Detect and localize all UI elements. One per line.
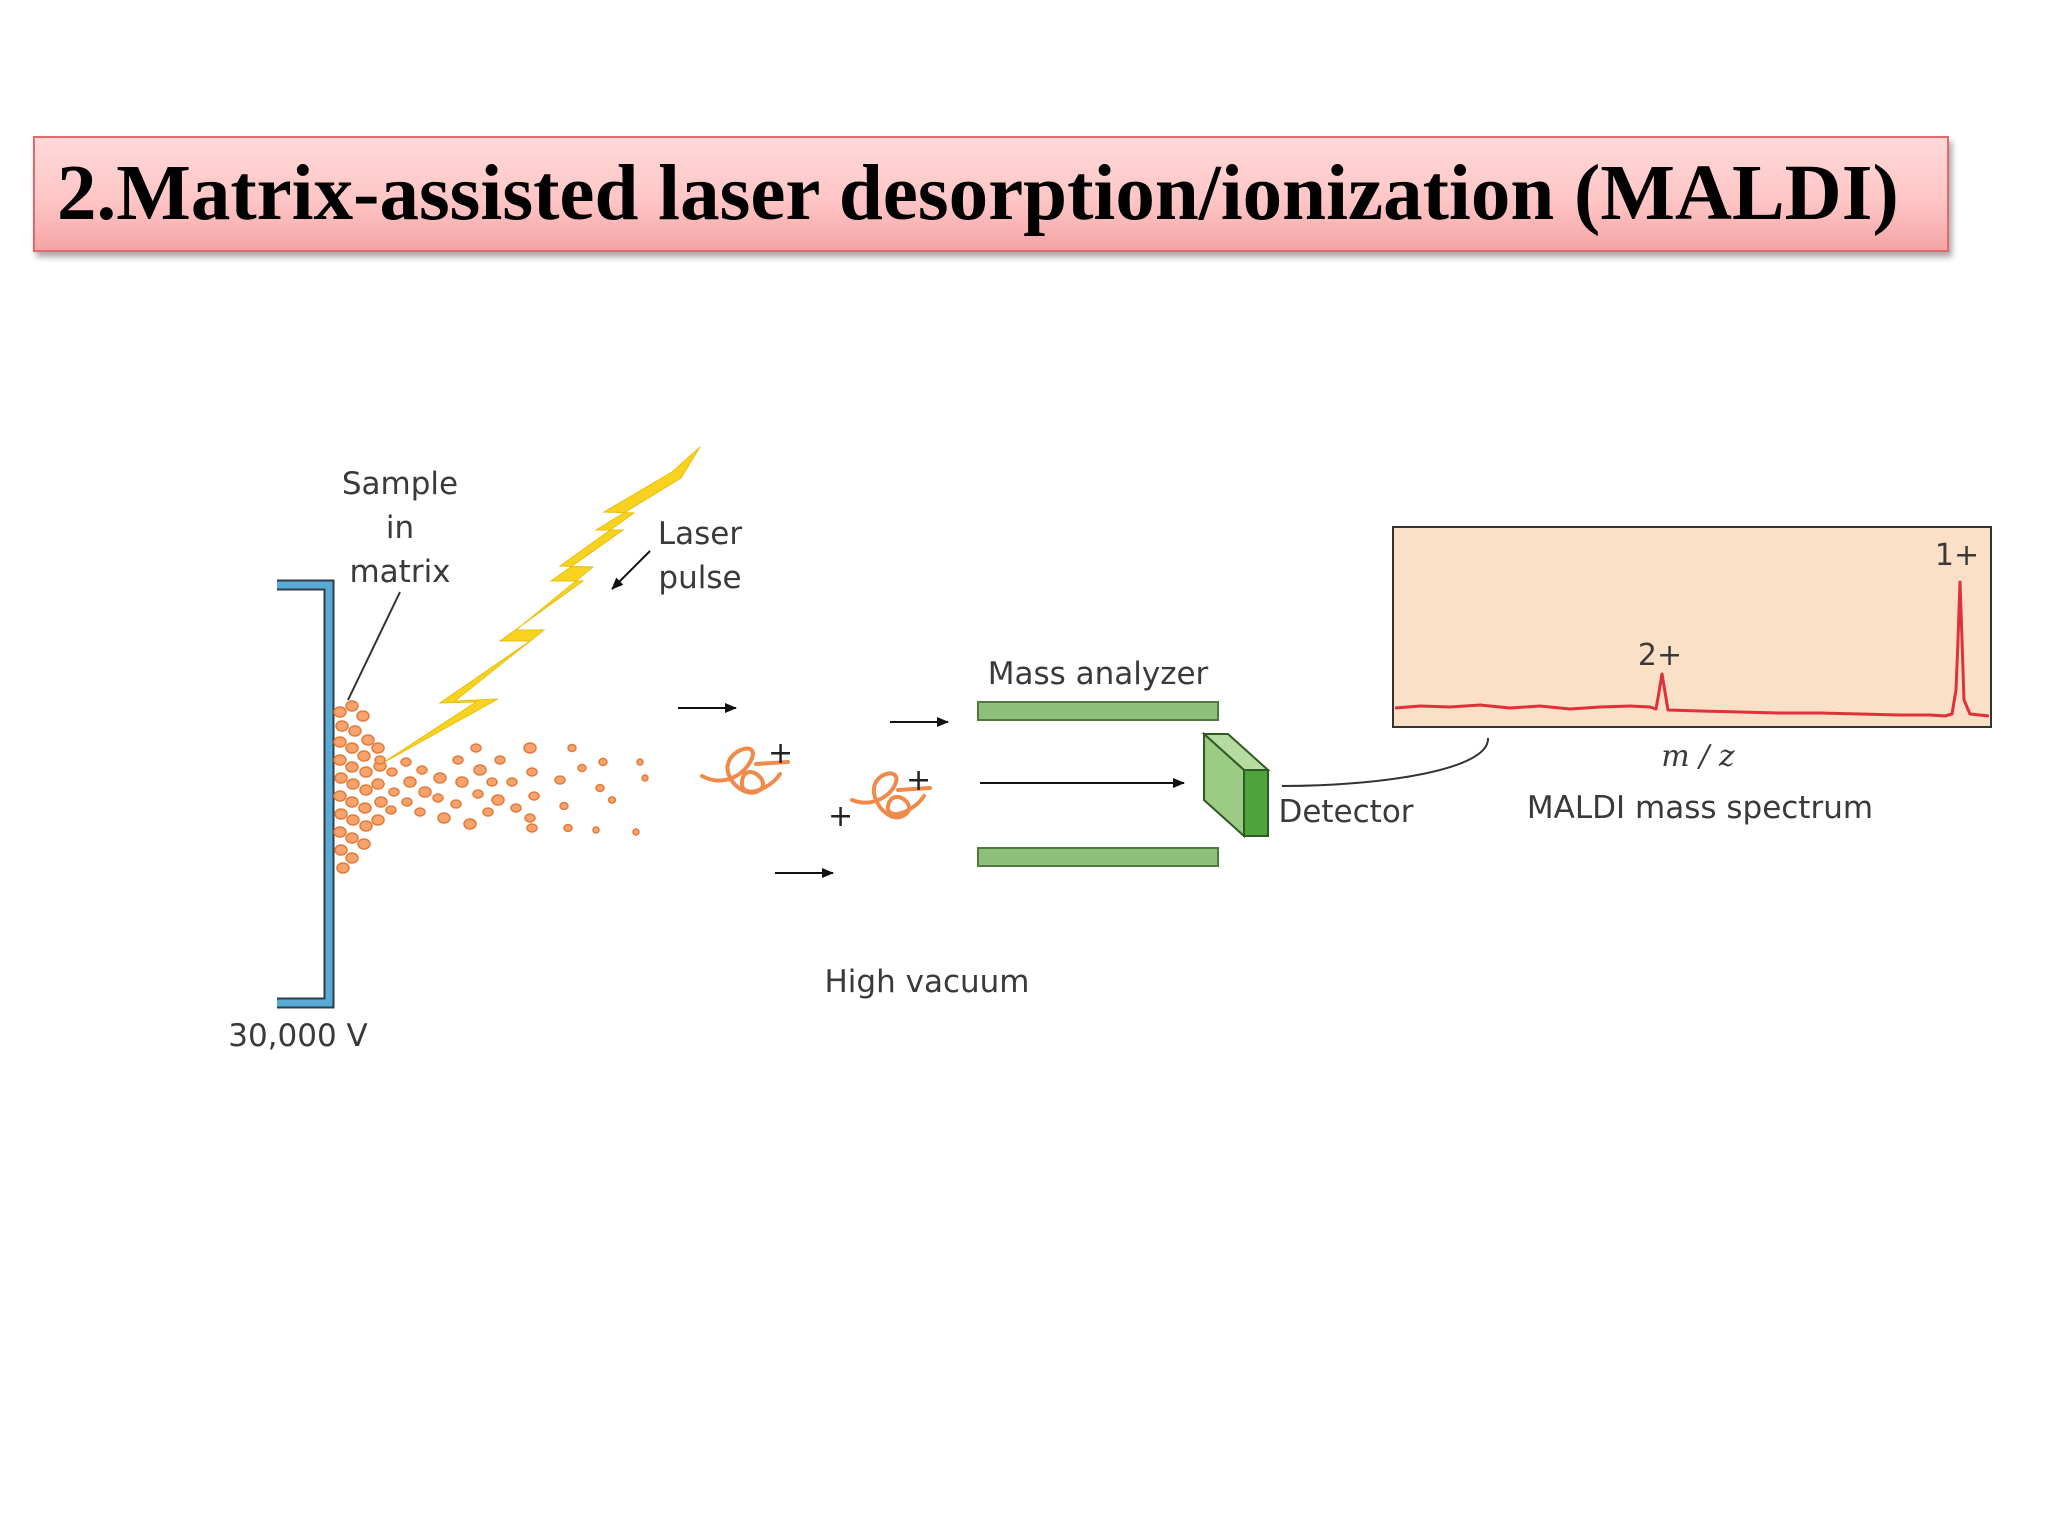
ion-1-charge: + bbox=[768, 736, 793, 771]
peak-label-2plus: 2+ bbox=[1638, 638, 1682, 673]
sample-label-line2: in bbox=[386, 510, 414, 546]
spectrum-caption: MALDI mass spectrum bbox=[1527, 790, 1873, 826]
detector-label: Detector bbox=[1278, 794, 1413, 830]
ion-molecule-2 bbox=[850, 771, 932, 820]
spectrum-trace bbox=[1394, 580, 1990, 718]
mass-analyzer-label: Mass analyzer bbox=[988, 656, 1209, 692]
sample-plate bbox=[277, 579, 335, 1009]
sample-label-line1: Sample bbox=[342, 466, 458, 502]
detector-icon bbox=[1201, 731, 1271, 839]
voltage-label: 30,000 V bbox=[228, 1018, 368, 1054]
peak-label-1plus: 1+ bbox=[1935, 538, 1979, 573]
laser-label-line1: Laser bbox=[658, 516, 742, 552]
slide-title: 2.Matrix-assisted laser desorption/ioniz… bbox=[57, 150, 1899, 237]
ion-2-charge-extra: + bbox=[828, 799, 853, 834]
analyzer-plate-bottom bbox=[977, 847, 1219, 867]
axis-label-mz: m / z bbox=[1661, 739, 1735, 774]
sample-particles bbox=[333, 700, 649, 874]
sample-label-line3: matrix bbox=[349, 554, 450, 590]
ion-2-charge: + bbox=[906, 763, 931, 798]
title-banner: 2.Matrix-assisted laser desorption/ioniz… bbox=[33, 136, 1949, 252]
high-vacuum-label: High vacuum bbox=[825, 964, 1030, 1000]
laser-label-line2: pulse bbox=[658, 560, 741, 596]
ion-molecule-1 bbox=[700, 746, 790, 795]
spectrum-panel bbox=[1392, 526, 1992, 728]
analyzer-plate-top bbox=[977, 701, 1219, 721]
